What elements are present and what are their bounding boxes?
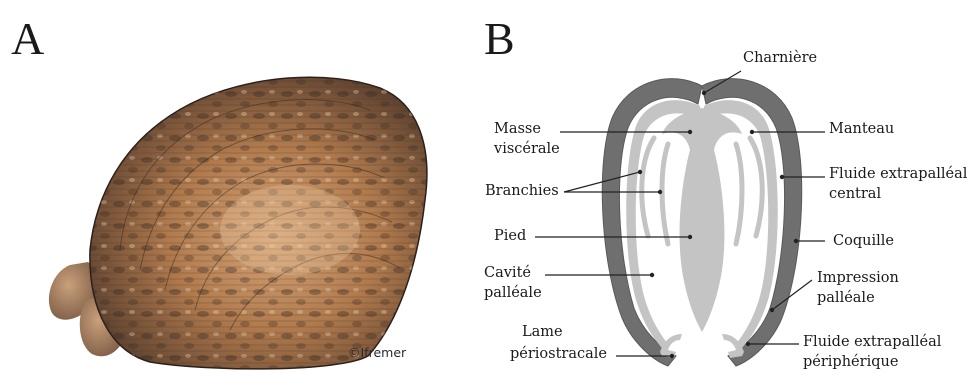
label-fluide-periph-line2: périphérique bbox=[803, 353, 898, 372]
visceral-mass-and-foot bbox=[662, 108, 742, 332]
label-manteau: Manteau bbox=[829, 120, 894, 139]
label-cavite-line1: Cavité bbox=[484, 264, 531, 283]
label-fluide-central-line1: Fluide extrapalléal bbox=[829, 165, 967, 184]
label-cavite-line2: palléale bbox=[484, 284, 542, 303]
label-masse-line2: viscérale bbox=[494, 140, 560, 159]
label-masse-line1: Masse bbox=[494, 120, 541, 139]
label-impression-line1: Impression bbox=[817, 269, 899, 288]
label-coquille: Coquille bbox=[833, 232, 894, 251]
label-branchies: Branchies bbox=[485, 182, 559, 201]
label-lame-line1: Lame bbox=[522, 323, 563, 342]
label-fluide-periph-line1: Fluide extrapalléal bbox=[803, 333, 941, 352]
label-fluide-central-line2: central bbox=[829, 185, 881, 204]
label-pied: Pied bbox=[494, 227, 526, 246]
label-charniere: Charnière bbox=[743, 49, 817, 68]
label-impression-line2: palléale bbox=[817, 289, 875, 308]
label-lame-line2: périostracale bbox=[510, 345, 607, 364]
